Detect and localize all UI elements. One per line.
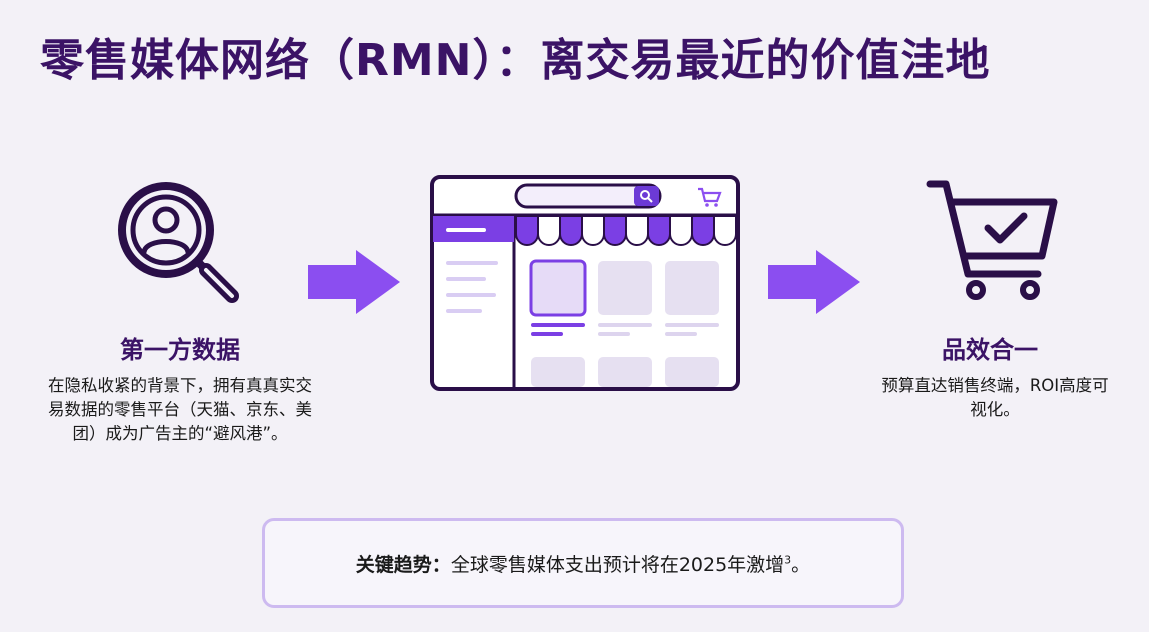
key-trend-text: 全球零售媒体支出预计将在2025年激增	[450, 553, 785, 576]
footnote-marker: 3	[784, 553, 792, 567]
arrow-right-icon	[308, 250, 400, 314]
user-search-icon	[118, 182, 239, 303]
ecommerce-store-icon	[430, 175, 740, 391]
search-bar	[514, 183, 662, 209]
brand-performance-description: 预算直达销售终端，ROI高度可视化。	[881, 376, 1109, 419]
cart-check-icon	[926, 180, 1058, 300]
key-trend-label: 关键趋势：	[355, 553, 451, 576]
first-party-data-heading: 第一方数据	[120, 336, 240, 364]
brand-performance-heading: 品效合一	[942, 336, 1038, 364]
key-trend-suffix: 。	[791, 553, 811, 576]
page-title: 零售媒体网络（RMN）：离交易最近的价值洼地	[40, 35, 991, 86]
arrow-right-icon	[768, 250, 860, 314]
key-trend-box: 关键趋势：全球零售媒体支出预计将在2025年激增3。	[262, 518, 904, 608]
awning	[515, 215, 737, 246]
first-party-data-description: 在隐私收紧的背景下，拥有真真实交易数据的零售平台（天猫、京东、美团）成为广告主的…	[48, 376, 312, 443]
